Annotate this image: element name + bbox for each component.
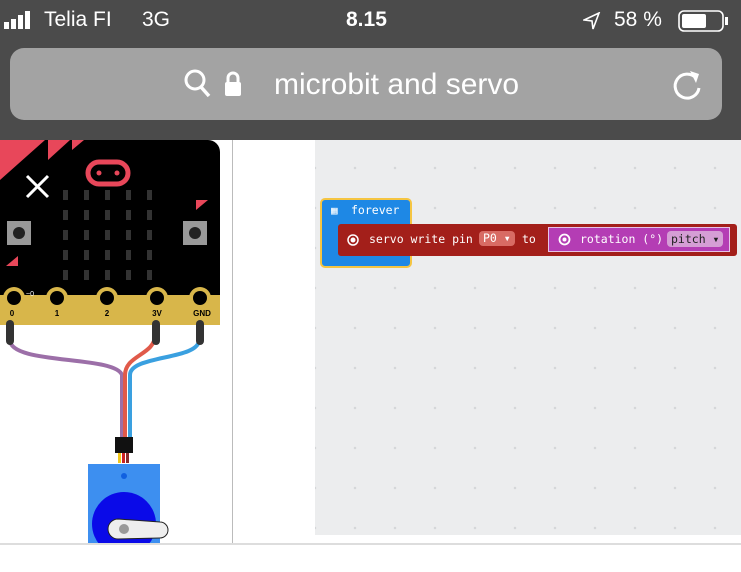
- location-icon: [583, 12, 601, 30]
- browser-bar: microbit and servo: [0, 40, 741, 140]
- pin-label: 2: [105, 309, 110, 318]
- rotation-label: rotation (°): [580, 232, 664, 246]
- battery-percent: 58 %: [614, 8, 662, 31]
- close-icon: [25, 174, 50, 199]
- network: 3G: [142, 8, 171, 31]
- microbit-board[interactable]: 0 1 2 3V GND ~0: [0, 140, 230, 545]
- panel-divider[interactable]: [232, 140, 233, 545]
- signal-icon: [4, 11, 30, 29]
- battery-icon: [678, 10, 728, 32]
- carrier: Telia FI: [44, 8, 112, 31]
- reload-icon[interactable]: [670, 68, 704, 102]
- address-bar[interactable]: microbit and servo: [10, 48, 722, 120]
- pin-note: ~0: [26, 291, 34, 298]
- servo-label: servo write pin: [369, 232, 473, 246]
- pitch-dropdown[interactable]: pitch ▾: [667, 231, 724, 247]
- servo-icon: [347, 234, 359, 246]
- status-bar: Telia FI 3G 8.15 58 %: [0, 0, 741, 40]
- pin-dropdown[interactable]: P0 ▾: [479, 231, 515, 246]
- rotation-icon: [558, 233, 571, 246]
- grid-icon: ▦: [331, 204, 338, 217]
- blocks-workspace[interactable]: [315, 140, 741, 535]
- url-text: microbit and servo: [274, 68, 520, 101]
- bottom-divider: [0, 543, 741, 545]
- pin-label: GND: [193, 309, 211, 318]
- forever-label: forever: [351, 203, 400, 217]
- pin-label: 0: [10, 309, 15, 318]
- pin-label: 3V: [152, 309, 162, 318]
- search-lock-icon: [184, 69, 241, 98]
- pin-label: 1: [55, 309, 60, 318]
- time: 8.15: [346, 8, 387, 31]
- to-label: to: [522, 232, 536, 246]
- microbit-simulator[interactable]: 0 1 2 3V GND ~0: [0, 140, 230, 545]
